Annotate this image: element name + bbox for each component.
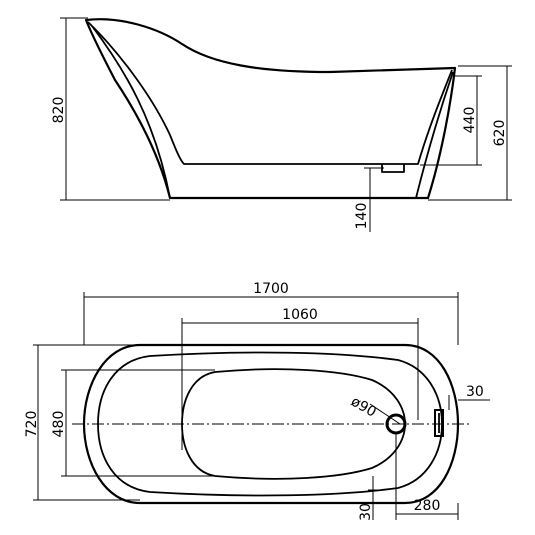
- top-view: ø90 1700 1060 720: [24, 281, 490, 521]
- dim-drain-height: 140: [354, 167, 384, 232]
- dim-overflow-offset: 30: [448, 384, 490, 410]
- dim-label-440: 440: [462, 107, 478, 134]
- side-view-inner-basin: [87, 21, 453, 165]
- dim-overall-width: 720: [24, 344, 140, 501]
- dim-label-1060: 1060: [282, 307, 318, 323]
- dim-drain-offset-y: 30: [358, 476, 385, 521]
- side-view-front-seam: [415, 71, 454, 199]
- top-view-outer-rim: [82, 343, 460, 505]
- dim-label-480: 480: [51, 411, 67, 438]
- dim-overall-height: 820: [51, 17, 170, 201]
- dim-rim-height: 620: [428, 65, 512, 201]
- dim-inner-length: 1060: [181, 307, 419, 450]
- dim-label-drain-diameter: ø90: [348, 394, 379, 421]
- dim-inner-width: 480: [51, 369, 215, 477]
- side-view-outer-shell: [84, 18, 457, 200]
- overflow-icon: [434, 409, 444, 437]
- dim-label-1700: 1700: [253, 281, 289, 297]
- top-view-inner-rim: [97, 351, 443, 497]
- dim-label-820: 820: [51, 97, 67, 124]
- side-view-back-seam: [91, 25, 171, 199]
- dim-label-620: 620: [492, 120, 508, 147]
- dim-overall-length: 1700: [83, 281, 459, 345]
- dim-label-140: 140: [354, 203, 370, 230]
- dim-water-depth: 440: [420, 75, 482, 166]
- side-view-drain: [381, 164, 405, 173]
- side-view: 820 620 440 140: [51, 17, 512, 232]
- dim-label-280: 280: [414, 498, 441, 514]
- dim-label-drain-30: 30: [358, 503, 374, 521]
- dim-drain-offset-x: 280: [395, 432, 459, 520]
- dim-label-overflow-30: 30: [466, 384, 484, 400]
- dim-label-720: 720: [24, 411, 40, 438]
